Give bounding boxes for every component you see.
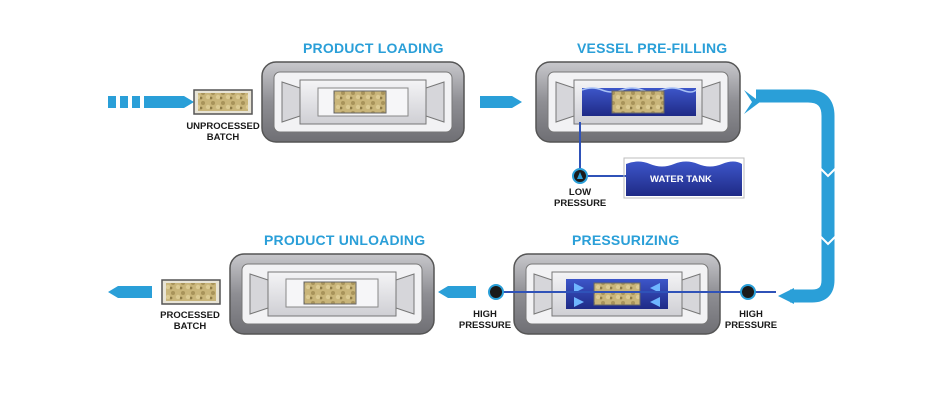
- water-tank-label: WATER TANK: [650, 174, 712, 185]
- input-flow-arrow: [108, 96, 194, 108]
- stage-title-unloading: PRODUCT UNLOADING: [264, 232, 426, 248]
- high-pressure-right-line1: HIGH: [739, 309, 763, 320]
- processed-batch-label: PROCESSED BATCH: [150, 310, 230, 332]
- vessel-unloading: [229, 253, 435, 335]
- high-pressure-left-line1: HIGH: [473, 309, 497, 320]
- unprocessed-label-line2: BATCH: [206, 132, 240, 143]
- unprocessed-batch-label: UNPROCESSED BATCH: [178, 121, 268, 143]
- vessel-loading: [261, 61, 465, 143]
- stage-title-prefilling: VESSEL PRE-FILLING: [577, 40, 728, 56]
- processed-label-line2: BATCH: [173, 321, 207, 332]
- stage-title-pressurizing: PRESSURIZING: [572, 232, 680, 248]
- flow-arrow-1: [480, 96, 522, 108]
- flow-arrow-2: [438, 286, 476, 298]
- high-pressure-right-line2: PRESSURE: [724, 320, 778, 331]
- low-pressure-label: LOW PRESSURE: [554, 187, 606, 209]
- low-pressure-line2: PRESSURE: [554, 198, 607, 209]
- stage-title-loading: PRODUCT LOADING: [303, 40, 444, 56]
- processed-batch-block: [161, 279, 221, 305]
- vessel-prefilling: [535, 61, 741, 143]
- output-flow-arrow: [108, 286, 152, 298]
- water-tank: [623, 157, 745, 199]
- vessel-pressurizing: [513, 253, 721, 335]
- high-pressure-line: [488, 284, 776, 300]
- high-pressure-left-line2: PRESSURE: [458, 320, 512, 331]
- processed-label-line1: PROCESSED: [160, 310, 220, 321]
- unprocessed-batch-block: [193, 89, 253, 115]
- return-flow-arrow: [744, 89, 837, 304]
- unprocessed-label-line1: UNPROCESSED: [186, 121, 260, 132]
- high-pressure-right-label: HIGH PRESSURE: [722, 309, 780, 331]
- low-pressure-line1: LOW: [568, 187, 592, 198]
- high-pressure-left-label: HIGH PRESSURE: [456, 309, 514, 331]
- low-pressure-line: [572, 122, 626, 184]
